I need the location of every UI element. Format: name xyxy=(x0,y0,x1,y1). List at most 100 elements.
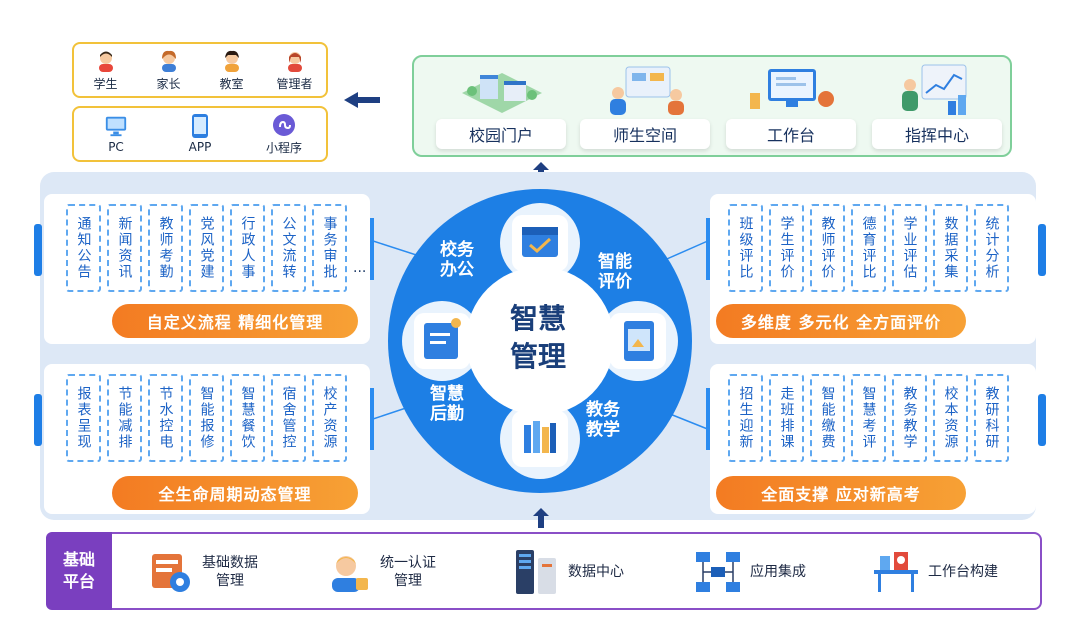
user-roles-box: 学生 家长 教室 管理者 xyxy=(72,42,328,98)
books-icon xyxy=(512,411,568,467)
module-item[interactable]: 事务审批 xyxy=(312,204,347,292)
base-item-integration[interactable]: 应用集成 xyxy=(694,548,806,596)
segment-label-office: 校务办公 xyxy=(440,240,474,280)
terminal-app: APP xyxy=(171,114,229,154)
terminal-label: 小程序 xyxy=(265,140,302,155)
module-item[interactable]: 宿舍管控 xyxy=(271,374,306,462)
module-teaching: 招生迎新 走班排课 智能缴费 智慧考评 教务教学 校本资源 教研科研 全面支撑 … xyxy=(706,364,1046,514)
terminals-box: PC APP 小程序 xyxy=(72,106,328,162)
segment-label-teaching: 教务教学 xyxy=(586,400,620,440)
wheel-core xyxy=(466,267,614,415)
module-item[interactable]: 智慧餐饮 xyxy=(230,374,265,462)
workbench-build-icon xyxy=(874,552,918,592)
module-item[interactable]: 学业评估 xyxy=(892,204,927,292)
portal-button[interactable]: 指挥中心 xyxy=(872,119,1002,149)
module-item[interactable]: 数据采集 xyxy=(933,204,968,292)
user-label: 管理者 xyxy=(276,76,313,91)
module-sidebar-tab xyxy=(1038,394,1046,446)
base-item-label: 基础数据管理 xyxy=(202,555,258,589)
module-item-list: 报表呈现 节能减排 节水控电 智能报修 智慧餐饮 宿舍管控 校产资源 xyxy=(66,374,347,462)
portal-command-center[interactable]: 指挥中心 xyxy=(872,57,1002,157)
admin-icon xyxy=(283,49,307,73)
module-item[interactable]: 节能减排 xyxy=(107,374,142,462)
module-item[interactable]: 党风党建 xyxy=(189,204,224,292)
pc-icon xyxy=(104,114,128,138)
module-item[interactable]: 学生评价 xyxy=(769,204,804,292)
module-item[interactable]: 统计分析 xyxy=(974,204,1009,292)
data-management-icon xyxy=(152,554,190,592)
module-item[interactable]: 智能缴费 xyxy=(810,374,845,462)
module-item[interactable]: 走班排课 xyxy=(769,374,804,462)
module-item[interactable]: 公文流转 xyxy=(271,204,306,292)
user-student: 学生 xyxy=(77,49,135,92)
segment-label-evaluation: 智能评价 xyxy=(598,252,632,292)
module-item[interactable]: 节水控电 xyxy=(148,374,183,462)
portal-button[interactable]: 工作台 xyxy=(726,119,856,149)
module-office: 通知公告 新闻资讯 教师考勤 党风党建 行政人事 公文流转 事务审批 ... 自… xyxy=(34,194,374,344)
base-item-label: 应用集成 xyxy=(750,564,806,580)
tablet-icon xyxy=(188,114,212,138)
portal-button[interactable]: 师生空间 xyxy=(580,119,710,149)
user-label: 家长 xyxy=(156,76,181,91)
notebook-icon xyxy=(610,313,666,369)
module-tagline: 全面支撑 应对新高考 xyxy=(716,476,966,510)
terminal-miniprogram: 小程序 xyxy=(255,113,313,156)
module-item[interactable]: 班级评比 xyxy=(728,204,763,292)
arrow-up-icon xyxy=(533,162,549,180)
base-item-auth[interactable]: 统一认证管理 xyxy=(324,548,436,596)
network-integration-icon xyxy=(696,552,740,592)
portal-space[interactable]: 师生空间 xyxy=(580,57,710,157)
auth-user-icon xyxy=(332,556,368,592)
module-item[interactable]: 校本资源 xyxy=(933,374,968,462)
module-item-list: 招生迎新 走班排课 智能缴费 智慧考评 教务教学 校本资源 教研科研 xyxy=(728,374,1009,462)
parent-icon xyxy=(157,49,181,73)
base-item-label: 统一认证管理 xyxy=(380,555,436,589)
module-tagline: 多维度 多元化 全方面评价 xyxy=(716,304,966,338)
campus-illustration-icon xyxy=(462,73,542,113)
user-label: 学生 xyxy=(93,76,118,91)
module-item[interactable]: 新闻资讯 xyxy=(107,204,142,292)
arrow-left-icon xyxy=(344,92,380,108)
user-label: 教室 xyxy=(219,76,244,91)
base-item-data-management[interactable]: 基础数据管理 xyxy=(146,548,258,596)
module-item[interactable]: 招生迎新 xyxy=(728,374,763,462)
module-item[interactable]: 教师评价 xyxy=(810,204,845,292)
command-center-illustration-icon xyxy=(902,64,967,115)
module-logistics: 报表呈现 节能减排 节水控电 智能报修 智慧餐饮 宿舍管控 校产资源 全生命周期… xyxy=(34,364,374,514)
module-accent-bar xyxy=(706,218,710,280)
calendar-check-icon xyxy=(512,215,568,271)
module-sidebar-tab xyxy=(34,224,42,276)
miniprogram-icon xyxy=(272,113,296,137)
module-item[interactable]: 德育评比 xyxy=(851,204,886,292)
base-item-workbench-build[interactable]: 工作台构建 xyxy=(872,548,998,596)
module-item-list: 班级评比 学生评价 教师评价 德育评比 学业评估 数据采集 统计分析 xyxy=(728,204,1009,292)
module-accent-bar xyxy=(370,388,374,450)
segment-label-logistics: 智慧后勤 xyxy=(430,384,464,424)
workbench-illustration-icon xyxy=(750,69,834,109)
user-admin: 管理者 xyxy=(266,49,324,92)
classroom-icon xyxy=(220,49,244,73)
more-ellipsis: ... xyxy=(353,260,367,276)
module-item[interactable]: 教研科研 xyxy=(974,374,1009,462)
terminal-label: APP xyxy=(188,140,212,154)
module-item[interactable]: 智能报修 xyxy=(189,374,224,462)
module-item[interactable]: 教务教学 xyxy=(892,374,927,462)
arrow-up-icon xyxy=(533,508,549,528)
portal-button[interactable]: 校园门户 xyxy=(436,119,566,149)
base-item-data-center[interactable]: 数据中心 xyxy=(512,548,624,596)
module-accent-bar xyxy=(370,218,374,280)
portal-campus[interactable]: 校园门户 xyxy=(436,57,566,157)
module-tagline: 自定义流程 精细化管理 xyxy=(112,304,358,338)
module-item[interactable]: 通知公告 xyxy=(66,204,101,292)
module-item[interactable]: 教师考勤 xyxy=(148,204,183,292)
server-rack-icon xyxy=(516,550,556,594)
module-item[interactable]: 智慧考评 xyxy=(851,374,886,462)
portal-workbench[interactable]: 工作台 xyxy=(726,57,856,157)
user-classroom: 教室 xyxy=(203,49,261,92)
module-item[interactable]: 报表呈现 xyxy=(66,374,101,462)
module-sidebar-tab xyxy=(34,394,42,446)
module-evaluation: 班级评比 学生评价 教师评价 德育评比 学业评估 数据采集 统计分析 多维度 多… xyxy=(706,194,1046,344)
terminal-label: PC xyxy=(108,140,124,154)
module-item[interactable]: 校产资源 xyxy=(312,374,347,462)
module-item[interactable]: 行政人事 xyxy=(230,204,265,292)
